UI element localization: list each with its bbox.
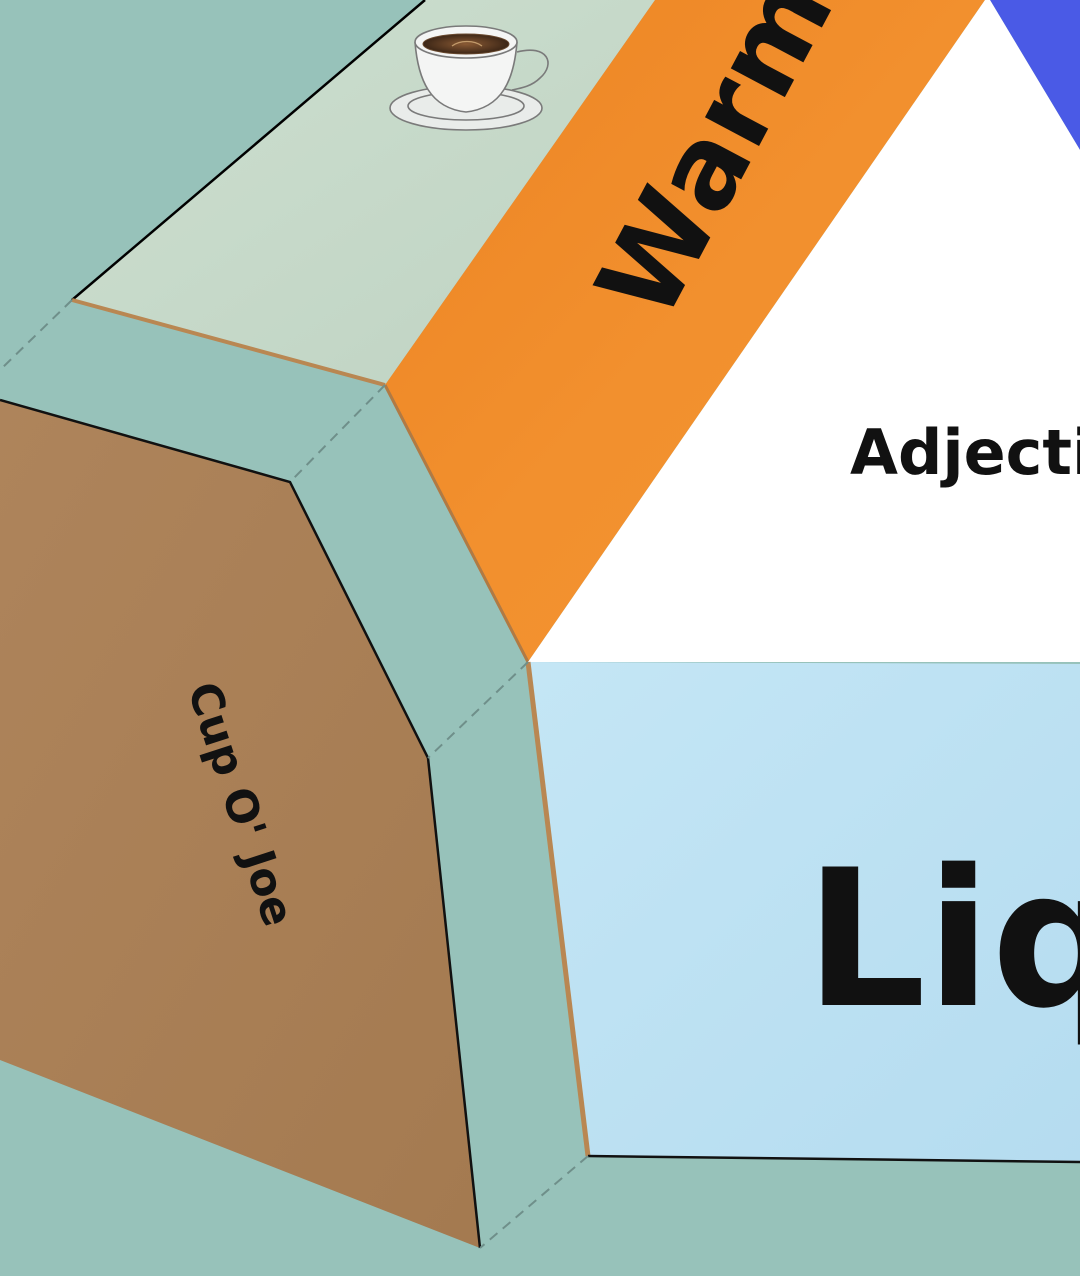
adjective-label: Adjective [850, 416, 1080, 489]
image-panel-edge [71, 0, 426, 301]
warm-panel [385, 0, 985, 662]
warm-panel-edge [383, 384, 530, 663]
liquid-panel-bottom-edge [587, 1154, 1080, 1164]
image-panel-accent-edge [71, 298, 386, 387]
cup-o-joe-panel-edge [0, 398, 482, 1249]
liquid-panel [528, 662, 1080, 1162]
coffee-cup-icon [389, 25, 549, 131]
adjective-panel [528, 0, 1080, 662]
fold-lines [0, 299, 589, 1249]
liquid-panel-accent-edge [525, 661, 591, 1157]
cup-o-joe-panel [0, 400, 480, 1248]
liquid-label: Liqu [805, 829, 1080, 1050]
